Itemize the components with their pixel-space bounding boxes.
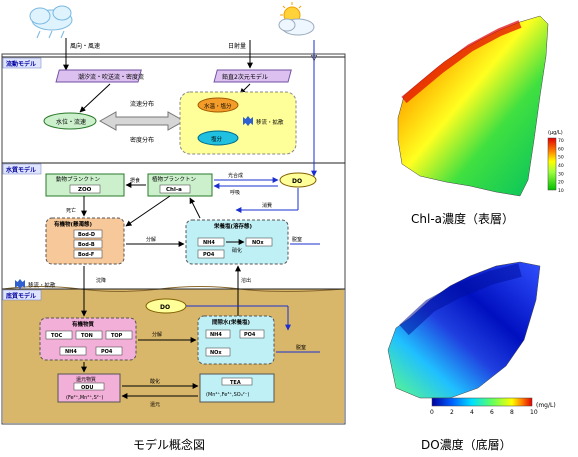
arrow-label-death: 死亡 — [66, 207, 76, 214]
chl-tick-label: 10 — [558, 188, 564, 194]
nutrient-title: 栄養塩(溶存態) — [213, 222, 253, 230]
caption-do: DO濃度（底層） — [421, 438, 512, 452]
do-tick-label: 10 — [530, 409, 538, 416]
arrow-label-nitri: 硝化 — [232, 247, 242, 254]
diffusion-label-2: 移流・拡散 — [28, 281, 56, 289]
model-vertical-box — [213, 69, 292, 83]
sed-po4: PO4 — [101, 349, 113, 355]
caption-model: モデル概念図 — [133, 438, 206, 452]
chl-tick-label: 30 — [558, 171, 564, 177]
arrow-label-settle: 沈降 — [96, 277, 106, 284]
sed-organic-title: 有機物質 — [72, 320, 95, 328]
water-temp-node — [197, 97, 239, 113]
salinity-node — [197, 130, 239, 146]
do-tick-label: 8 — [510, 409, 514, 416]
do-label-water: DO — [292, 178, 302, 185]
sed-nh4: NH4 — [65, 349, 77, 355]
arrow-label-denitri-sed: 脱窒 — [296, 344, 306, 351]
arrow-label-photo: 光合成 — [228, 172, 243, 179]
do-tick-label: 2 — [450, 409, 454, 416]
arrow-label-oxid: 酸化 — [150, 378, 160, 385]
flow-velocity-node — [43, 112, 97, 130]
do-colorbar — [431, 397, 533, 407]
tea-code: TEA — [230, 380, 241, 386]
model-tidal-label: 潮汐流・吹送流・密度流 — [78, 73, 144, 81]
do-tick-label: 0 — [430, 409, 434, 416]
zoo-code: ZOO — [78, 187, 92, 193]
pore-po4: PO4 — [244, 332, 256, 338]
arrow-label-denitri: 脱窒 — [292, 236, 302, 243]
tea-box — [199, 373, 275, 403]
odu-title: 還元物質 — [76, 376, 96, 383]
phyto-code: Chl-a — [166, 187, 182, 193]
water-temp-label: 水温・塩分 — [204, 102, 232, 110]
diffusion-icon-2 — [15, 279, 25, 289]
arrow-label-resp: 呼吸 — [230, 189, 240, 196]
chl-unit: (µg/L) — [548, 130, 563, 136]
arrow-label-release: 溶出 — [241, 277, 251, 284]
phyto-title: 植物プランクトン — [152, 175, 197, 183]
arrow-label-decomp-sed: 分解 — [152, 331, 162, 338]
weather-label-solar: 日射量 — [228, 42, 246, 50]
do-tick-label: 4 — [470, 409, 474, 416]
nutrient-po4: PO4 — [203, 252, 215, 258]
chl-tick-label: 50 — [558, 155, 564, 161]
chl-tick-label: 40 — [558, 163, 564, 169]
tea-eq: (Mn⁴⁺,Fe³⁺,SO₄²⁻) — [206, 392, 249, 398]
salinity-label: 塩分 — [211, 135, 223, 143]
porewater-title: 間隙水(栄養塩) — [212, 318, 251, 326]
do-map — [387, 261, 541, 399]
organic-item-2: Bod-B — [78, 242, 95, 248]
weather-label-wind: 風向・風速 — [70, 42, 100, 50]
do-tick-label: 6 — [490, 409, 494, 416]
diffusion-label: 移流・拡散 — [256, 118, 284, 126]
chl-tick-label: 20 — [558, 180, 564, 186]
sun-cloud-icon — [278, 2, 315, 36]
arrow-label-consume: 消費 — [262, 202, 272, 209]
zoo-title: 動物プランクトン — [56, 175, 101, 183]
odu-eq: (Fe²⁺,Mn²⁺,S²⁻) — [66, 395, 103, 401]
organic-title: 有機物(懸濁態) — [54, 220, 93, 228]
chl-colorbar — [547, 137, 557, 191]
arrow-label-graze: 摂食 — [130, 177, 140, 184]
layer-label-wq: 水質モデル — [6, 166, 36, 174]
chl-map — [397, 15, 549, 197]
pore-nh4: NH4 — [210, 332, 222, 338]
layer-label-flow: 流動モデル — [6, 60, 36, 68]
do-node-water — [279, 172, 317, 188]
nutrient-nh4: NH4 — [203, 240, 215, 246]
model-vertical-label: 鉛直2次元モデル — [222, 73, 268, 81]
caption-chl: Chl-a濃度（表層） — [411, 212, 515, 226]
sed-top: TOP — [111, 333, 123, 339]
sed-ton: TON — [81, 333, 93, 339]
water-surface-icon: ▽ — [311, 53, 318, 62]
organic-item-3: Bod-F — [78, 252, 94, 258]
do-unit: (mg/L) — [536, 402, 556, 409]
odu-code: ODU — [81, 385, 93, 391]
flux-label-1: 流速分布 — [130, 100, 154, 108]
chl-tick-label: 60 — [558, 146, 564, 152]
arrow-label-reduce: 還元 — [150, 401, 160, 408]
nutrient-nox: NOx — [252, 240, 264, 246]
flow-velocity-label: 水位・流速 — [56, 118, 86, 126]
diffusion-icon — [243, 116, 253, 126]
do-label-sed: DO — [160, 304, 170, 311]
layer-label-sed: 底質モデル — [6, 292, 36, 300]
chl-tick-label: 70 — [558, 138, 564, 144]
arrow-label-decomp: 分解 — [146, 236, 156, 243]
model-tidal-box — [55, 69, 142, 83]
cloud-icon — [29, 5, 73, 39]
pore-nox: NOx — [210, 350, 222, 356]
flux-label-2: 密度分布 — [130, 136, 154, 144]
organic-item-1: Bod-D — [78, 232, 95, 238]
sed-toc: TOC — [51, 333, 63, 339]
